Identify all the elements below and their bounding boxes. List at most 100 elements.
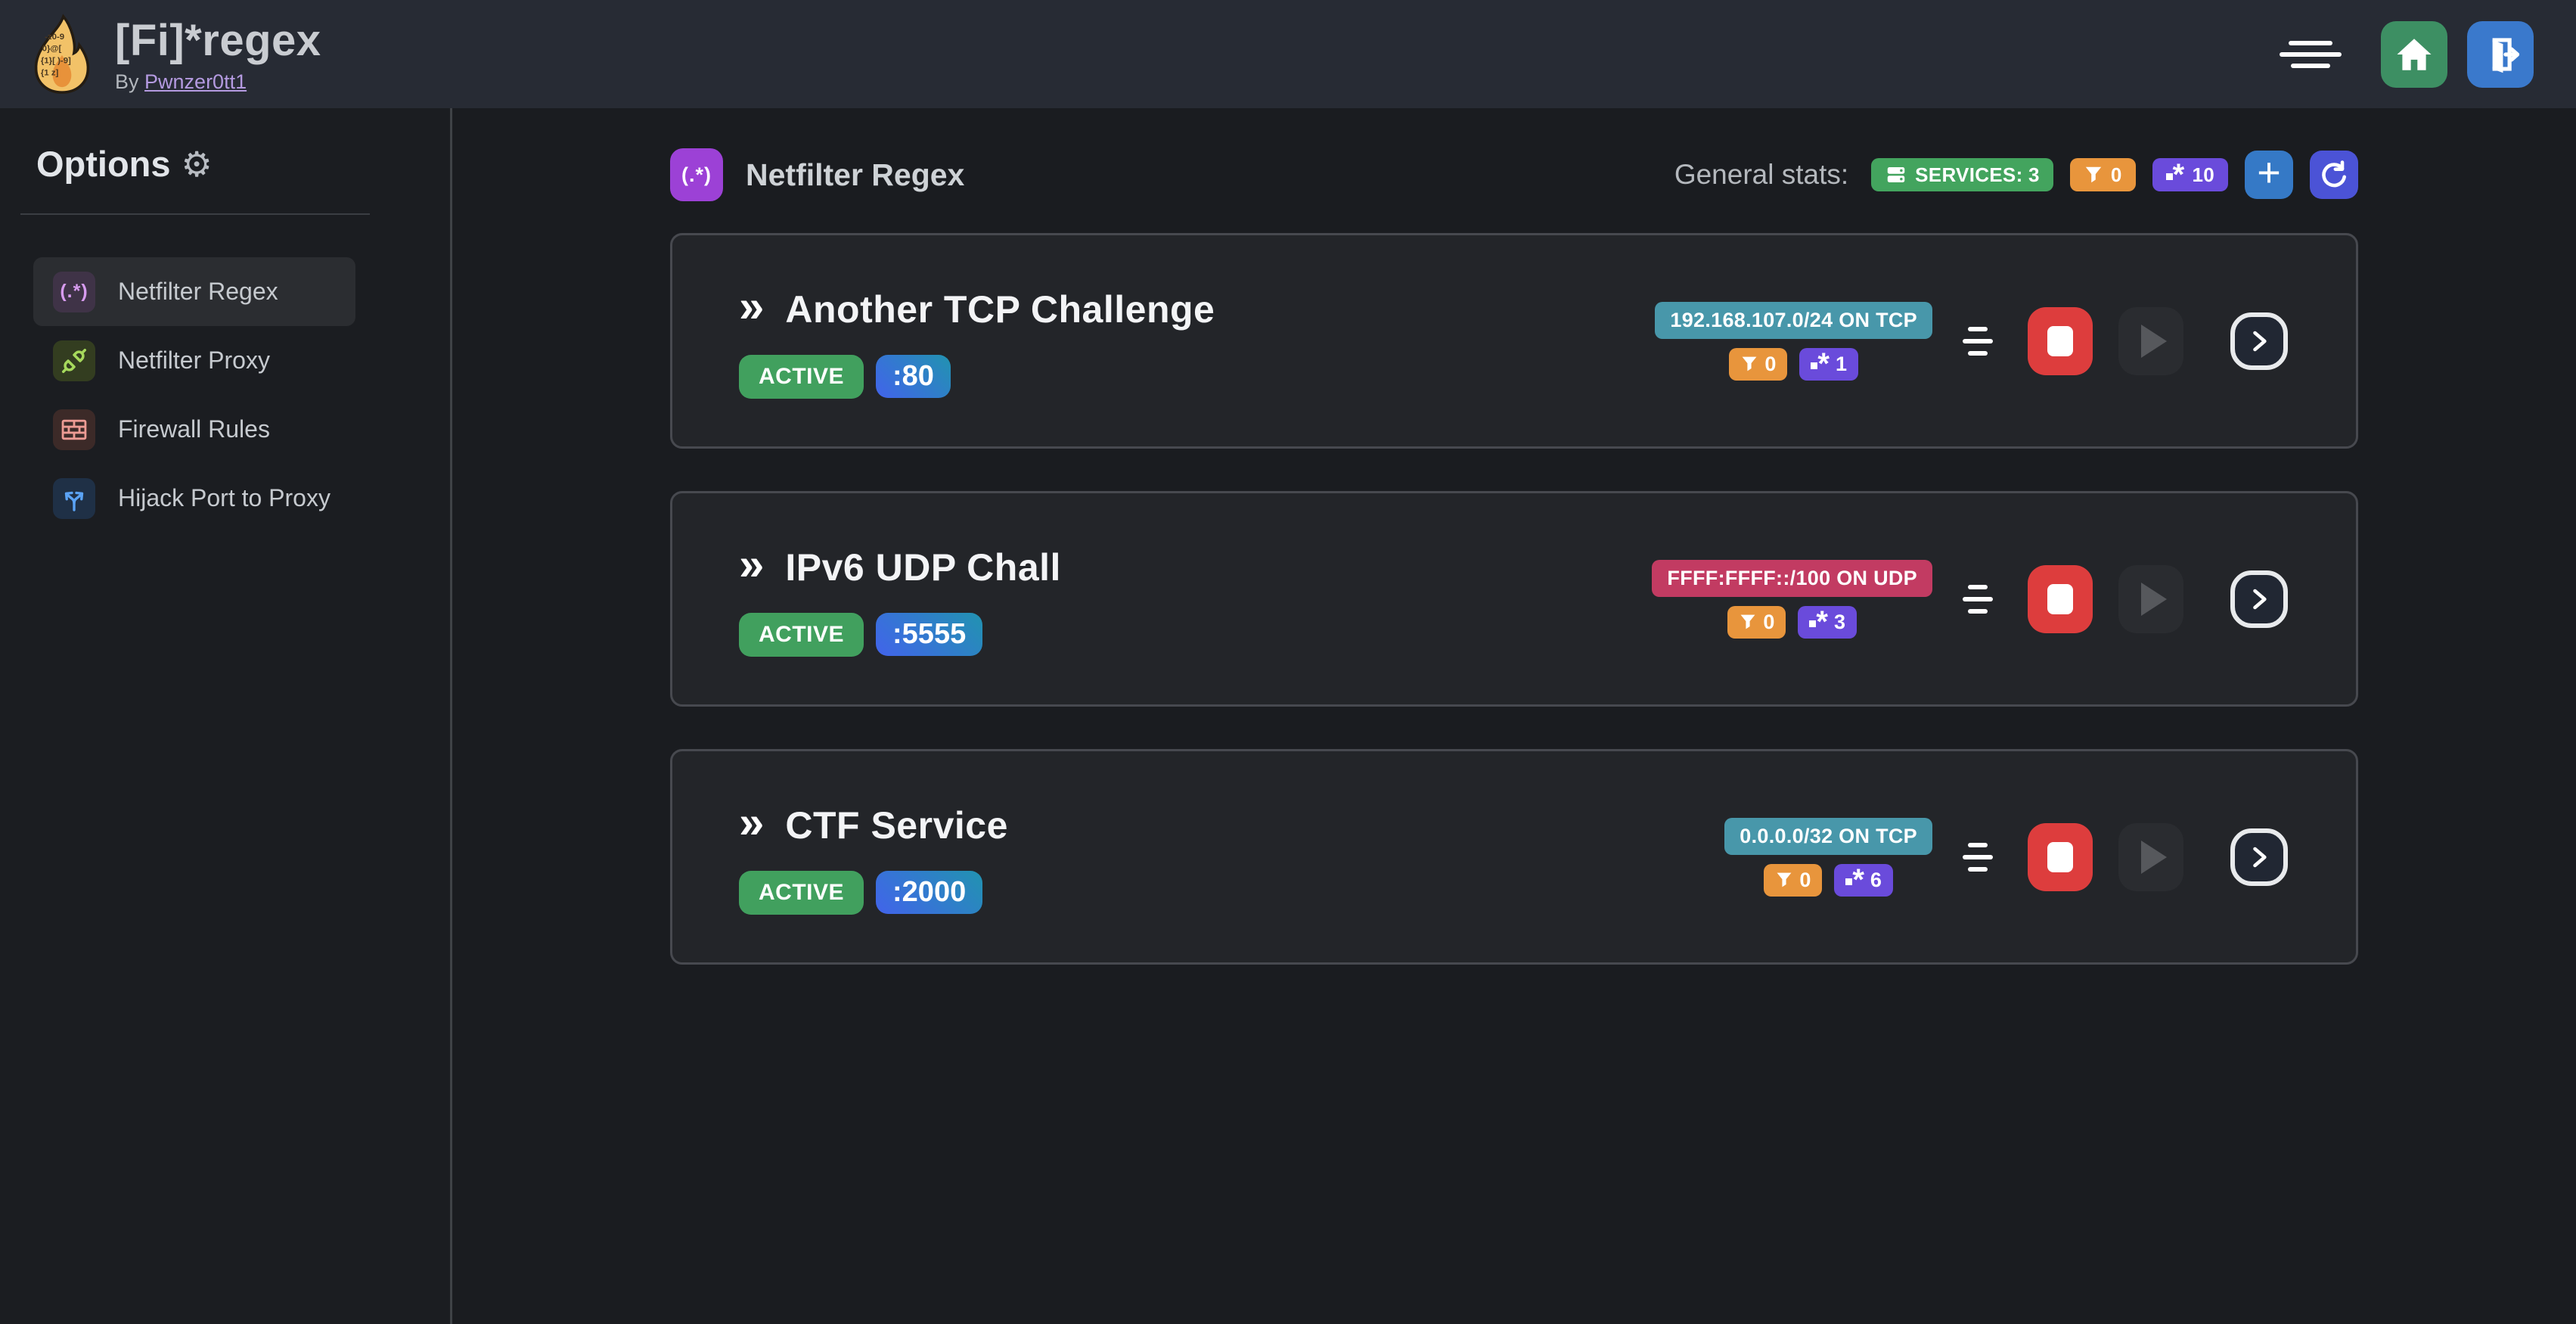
- filters-count-badge: 0: [1727, 605, 1786, 639]
- main-content: (.*) Netfilter Regex General stats: SERV…: [452, 108, 2576, 1324]
- byline: By Pwnzer0tt1: [115, 70, 321, 94]
- chevron-right-icon: [2253, 589, 2267, 609]
- sidebar-title-label: Options: [36, 144, 171, 184]
- split-arrows-icon: [53, 477, 95, 519]
- app-title: [Fi]*regex: [115, 15, 321, 65]
- regex-count-badge: * 1: [1799, 347, 1859, 381]
- status-badge: ACTIVE: [739, 354, 864, 399]
- server-icon: [1887, 167, 1905, 182]
- svg-text:{1}[ )-9]: {1}[ )-9]: [41, 56, 71, 65]
- service-card: » IPv6 UDP Chall ACTIVE :5555 FFFF:FFFF:…: [670, 491, 2358, 707]
- sidebar-nav: (.*) Netfilter Regex Netfilter Proxy: [0, 257, 450, 533]
- cidr-badge: 192.168.107.0/24 ON TCP: [1655, 301, 1932, 339]
- chevron-right-icon: [2253, 847, 2267, 867]
- stats-label: General stats:: [1674, 159, 1849, 190]
- sidebar-item-label: Hijack Port to Proxy: [118, 484, 331, 511]
- sidebar-divider: [20, 213, 370, 215]
- expand-service-button[interactable]: [2230, 570, 2288, 628]
- rules-list-icon[interactable]: [1963, 842, 1993, 872]
- sidebar-item-netfilter-regex[interactable]: (.*) Netfilter Regex: [33, 257, 355, 326]
- dot-star-icon: *: [1845, 865, 1864, 895]
- services-count-badge: SERVICES: 3: [1871, 158, 2053, 191]
- refresh-icon: [2322, 160, 2347, 188]
- plug-icon: [53, 340, 95, 381]
- rules-list-icon[interactable]: [1963, 326, 1993, 356]
- regex-count-badge: * 10: [2152, 158, 2228, 191]
- service-name: IPv6 UDP Chall: [785, 545, 1061, 589]
- cidr-badge: FFFF:FFFF::/100 ON UDP: [1652, 559, 1932, 597]
- refresh-button[interactable]: [2310, 151, 2358, 199]
- play-icon: [2141, 324, 2167, 358]
- rules-list-icon[interactable]: [1963, 584, 1993, 614]
- add-service-button[interactable]: +: [2245, 151, 2293, 199]
- logout-button[interactable]: [2467, 20, 2534, 88]
- sidebar-item-netfilter-proxy[interactable]: Netfilter Proxy: [33, 326, 355, 395]
- byline-label: By: [115, 70, 139, 93]
- filters-count-badge: 0: [2069, 158, 2136, 191]
- svg-text:0}@[: 0}@[: [42, 44, 62, 53]
- filters-count-badge: 0: [1729, 347, 1788, 381]
- expand-service-button[interactable]: [2230, 312, 2288, 370]
- logout-icon: [2492, 37, 2520, 73]
- play-icon: [2141, 840, 2167, 874]
- sidebar-item-label: Netfilter Proxy: [118, 347, 270, 374]
- double-chevron-icon: »: [739, 796, 765, 847]
- app-body: Options ⚙ (.*) Netfilter Regex: [0, 108, 2576, 1324]
- funnel-icon: [1742, 356, 1757, 371]
- stop-icon: [2047, 325, 2073, 356]
- funnel-icon: [1777, 872, 1792, 887]
- stop-button[interactable]: [2028, 822, 2093, 891]
- stop-icon: [2047, 841, 2073, 872]
- port-badge: :5555: [876, 613, 983, 656]
- play-icon: [2141, 582, 2167, 616]
- sidebar-item-hijack-port[interactable]: Hijack Port to Proxy: [33, 464, 355, 533]
- stop-button[interactable]: [2028, 306, 2093, 375]
- port-badge: :80: [876, 355, 951, 398]
- section-header: (.*) Netfilter Regex General stats: SERV…: [670, 148, 2358, 201]
- brick-wall-icon: [53, 409, 95, 450]
- cidr-badge: 0.0.0.0/32 ON TCP: [1724, 817, 1932, 855]
- filters-count-badge: 0: [1764, 863, 1823, 897]
- regex-icon: (.*): [53, 271, 95, 312]
- sidebar-item-label: Firewall Rules: [118, 415, 270, 443]
- regex-count-badge: * 3: [1798, 605, 1858, 639]
- status-badge: ACTIVE: [739, 612, 864, 657]
- service-name: CTF Service: [785, 803, 1008, 847]
- service-name: Another TCP Challenge: [785, 287, 1215, 331]
- gear-icon: ⚙: [181, 144, 213, 184]
- app-title-block: [Fi]*regex By Pwnzer0tt1: [115, 15, 321, 94]
- list-details-icon[interactable]: [2280, 40, 2342, 68]
- stop-button[interactable]: [2028, 564, 2093, 633]
- sidebar: Options ⚙ (.*) Netfilter Regex: [0, 108, 452, 1324]
- section-title: Netfilter Regex: [746, 157, 965, 192]
- flame-logo-icon: -z0-9 0}@[ {1}[ )-9] {1 z]: [29, 13, 95, 96]
- funnel-icon: [2085, 166, 2102, 183]
- service-card: » CTF Service ACTIVE :2000 0.0.0.0/32 ON…: [670, 749, 2358, 965]
- regex-glyph: (.*): [681, 163, 712, 186]
- home-icon: [2397, 38, 2432, 70]
- status-badge: ACTIVE: [739, 870, 864, 915]
- svg-text:{1 z]: {1 z]: [41, 68, 59, 77]
- chevron-right-icon: [2253, 331, 2267, 351]
- sidebar-item-label: Netfilter Regex: [118, 278, 278, 305]
- regex-count-badge: * 6: [1834, 863, 1893, 897]
- netfilter-regex-icon: (.*): [670, 148, 723, 201]
- service-card: » Another TCP Challenge ACTIVE :80 192.1…: [670, 233, 2358, 449]
- dot-star-icon: *: [1811, 349, 1830, 379]
- app-header: -z0-9 0}@[ {1}[ )-9] {1 z] [Fi]*regex By…: [0, 0, 2576, 108]
- play-button[interactable]: [2118, 822, 2183, 891]
- double-chevron-icon: »: [739, 280, 765, 331]
- play-button[interactable]: [2118, 306, 2183, 375]
- sidebar-item-firewall-rules[interactable]: Firewall Rules: [33, 395, 355, 464]
- dot-star-icon: *: [2165, 160, 2185, 190]
- svg-text:-z0-9: -z0-9: [45, 32, 64, 41]
- home-button[interactable]: [2381, 20, 2447, 88]
- general-stats: General stats: SERVICES: 3: [1674, 151, 2358, 199]
- sidebar-title: Options ⚙: [36, 143, 450, 185]
- play-button[interactable]: [2118, 564, 2183, 633]
- double-chevron-icon: »: [739, 538, 765, 589]
- port-badge: :2000: [876, 871, 983, 914]
- author-link[interactable]: Pwnzer0tt1: [144, 70, 247, 93]
- expand-service-button[interactable]: [2230, 828, 2288, 886]
